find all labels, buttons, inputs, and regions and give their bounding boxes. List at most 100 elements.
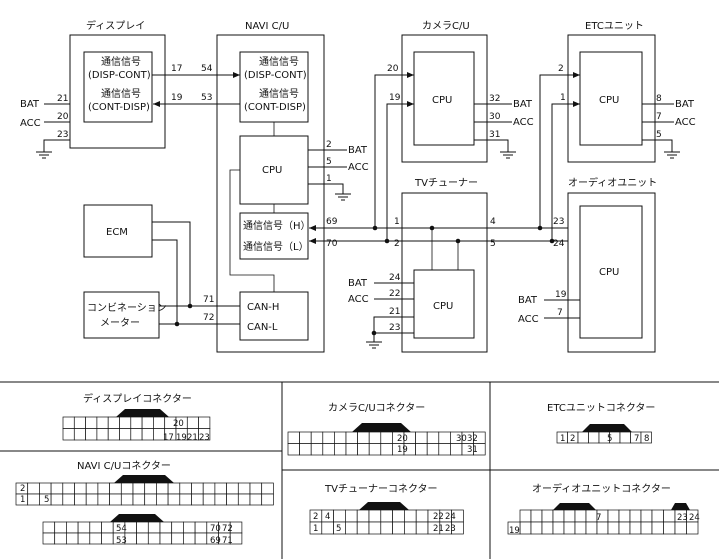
pin-label: 22 <box>389 289 400 299</box>
combination-meter-unit: コンビネーション メーター <box>83 291 167 339</box>
connector-cell <box>130 428 143 441</box>
pin-label: 1 <box>313 524 318 534</box>
wire-can-l-ecm <box>152 239 240 325</box>
connector-cell <box>438 431 451 444</box>
connector-cell <box>261 482 274 495</box>
audio-power: BAT 19 ACC 7 <box>518 290 580 325</box>
pin-label: 72 <box>203 313 214 323</box>
connector-cell <box>109 493 122 506</box>
connector-cell <box>563 509 576 523</box>
connector-cell <box>357 431 370 444</box>
pin-label: 5 <box>336 524 341 534</box>
wire-camera-l <box>386 101 414 241</box>
connector-cell <box>214 482 227 495</box>
connector-cell <box>186 416 199 429</box>
connector-cell <box>89 521 102 534</box>
pin-label: 30 <box>456 434 467 444</box>
pin-label: 24 <box>553 239 565 249</box>
connector-cell <box>321 521 334 535</box>
connector-cell <box>202 493 216 506</box>
connector-cell <box>136 521 149 534</box>
navi-comm-label-1: 通信信号 <box>259 56 299 68</box>
bat-label: BAT <box>675 99 695 110</box>
pin-label: 4 <box>325 512 330 522</box>
audio-connector: オーディオユニットコネクター 19 7 23 24 <box>507 482 700 536</box>
connector-cell <box>380 509 393 523</box>
audio-cpu-box <box>579 205 643 339</box>
ground-icon <box>366 341 382 349</box>
connector-cell <box>392 521 405 535</box>
wire-etc-h <box>539 72 580 228</box>
pin-label: 1 <box>560 434 565 444</box>
connector-cells <box>42 521 243 545</box>
acc-label: ACC <box>518 314 539 325</box>
junction-dot <box>372 225 378 231</box>
navi-disp-cont-label: (DISP-CONT) <box>244 70 307 81</box>
pin-label: 23 <box>57 130 68 140</box>
connector-cell <box>144 493 157 506</box>
navi-can-h-label: CAN-H <box>247 302 279 313</box>
navi-comm-h-label: 通信信号（H） <box>243 220 311 232</box>
ground-icon <box>500 151 516 159</box>
connector-cell <box>629 521 642 535</box>
connector-latch <box>352 423 411 432</box>
connector-cell <box>345 431 358 444</box>
connector-cell <box>426 431 440 444</box>
junction-dot <box>187 303 193 309</box>
connector-cell <box>368 521 382 535</box>
connector-cell <box>368 443 382 456</box>
connector-cell <box>640 431 652 444</box>
ground-icon <box>664 151 680 159</box>
connector-cell <box>171 521 184 534</box>
connector-cell <box>541 509 554 523</box>
etc-title: ETCユニット <box>585 21 644 32</box>
connector-cell <box>588 431 600 444</box>
ecm-unit: ECM <box>83 204 153 258</box>
connector-cells <box>287 431 486 456</box>
etc-unit: ETCユニット CPU <box>567 21 656 163</box>
pin-label: 7 <box>596 513 601 523</box>
pin-label: 17 <box>163 433 174 443</box>
pin-label: 71 <box>203 295 214 305</box>
camera-cpu-label: CPU <box>432 95 452 106</box>
connector-cell <box>585 521 598 535</box>
connector-cell <box>144 482 157 495</box>
pin-label: 23 <box>677 513 688 523</box>
connector-cell <box>42 521 56 534</box>
pin-label: 24 <box>689 513 700 523</box>
connector-cell <box>322 431 335 444</box>
connector-cell <box>54 532 67 545</box>
connector-cell <box>226 482 239 495</box>
connector-cell <box>368 509 382 523</box>
navi-unit: NAVI C/U 通信信号 (DISP-CONT) 通信信号 (CONT-DIS… <box>216 21 325 353</box>
connector-latch <box>671 503 690 510</box>
pin-label: 31 <box>467 445 478 455</box>
navi-can-l-label: CAN-L <box>247 322 278 333</box>
connector-cell <box>85 493 99 506</box>
connector-cell <box>415 509 429 523</box>
wire-navi-gnd <box>308 183 344 194</box>
connector-cell <box>596 521 609 535</box>
display-comm-label-2: 通信信号 <box>101 88 141 100</box>
navi-title: NAVI C/U <box>245 21 289 32</box>
etc-power: 8 BAT 7 ACC 5 <box>642 94 696 159</box>
navi-comm-hl-box <box>239 212 309 260</box>
wire-camera-gnd <box>474 139 509 152</box>
pin-label: 21 <box>433 524 444 534</box>
connector-cell <box>109 482 122 495</box>
connector-cell <box>618 521 631 535</box>
connector-cell <box>132 493 146 506</box>
pin-label: 2 <box>558 64 564 74</box>
connector-cell <box>334 431 347 444</box>
connector-cells <box>15 482 274 506</box>
connector-cell <box>299 431 312 444</box>
connector-cell <box>345 443 358 456</box>
pin-label: 23 <box>389 323 400 333</box>
connector-cell <box>85 416 98 429</box>
connector-cell <box>574 509 587 523</box>
connector-cell <box>101 521 114 534</box>
pin-label: 7 <box>557 308 563 318</box>
connector-cell <box>415 431 428 444</box>
wire-can-h-ecm <box>152 221 240 307</box>
connector-cell <box>62 416 75 429</box>
